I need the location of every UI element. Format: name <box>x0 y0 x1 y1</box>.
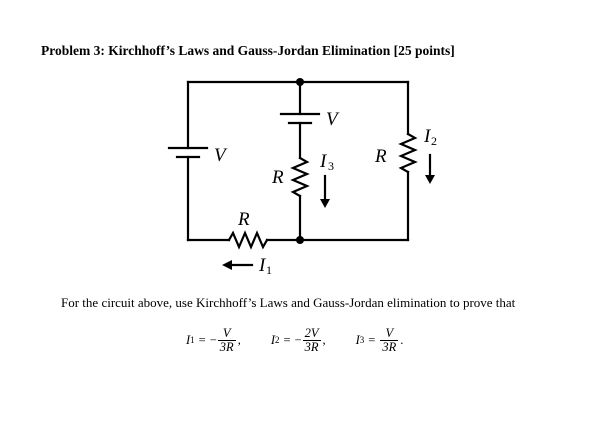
top-junction <box>296 78 304 86</box>
eq-denominator: 3R <box>217 339 236 354</box>
eq-fraction: V 3R <box>380 325 399 354</box>
eq-equals: = <box>283 332 291 347</box>
r-bottom-label: R <box>237 209 250 230</box>
eq-fraction: 2V 3R <box>302 325 321 354</box>
i2-label: I <box>423 126 432 147</box>
eq-numerator: 2V <box>304 325 319 340</box>
eq-punct: . <box>400 332 404 347</box>
eq-fraction: V 3R <box>217 325 236 354</box>
eq-denominator: 3R <box>380 339 399 354</box>
eq-numerator: V <box>385 325 394 340</box>
i1-arrow-head <box>222 260 232 270</box>
problem-heading: Problem 3: Kirchhoff’s Laws and Gauss-Jo… <box>41 43 455 59</box>
i1-label: I <box>258 255 267 276</box>
i2-arrow-head <box>425 175 435 184</box>
circuit-diagram: V V R R R I 3 I 2 I 1 <box>167 78 437 277</box>
v-left-label: V <box>214 145 228 166</box>
eq-sub: 2 <box>274 335 280 345</box>
i2-sub-label: 2 <box>431 134 437 148</box>
eq-sign: − <box>294 332 302 347</box>
r-right-label: R <box>374 146 387 167</box>
eq-var: I <box>270 332 275 347</box>
problem-points: [25 points] <box>393 43 455 58</box>
eq-var: I <box>186 332 191 347</box>
eq-sub: 1 <box>190 335 195 345</box>
i1-sub-label: 1 <box>266 263 272 277</box>
eq-punct: , <box>322 332 326 347</box>
eq-var: I <box>355 332 360 347</box>
v-middle-label: V <box>326 109 340 130</box>
eq-equals: = <box>198 332 206 347</box>
middle-resistor <box>290 156 310 198</box>
eq-equals: = <box>368 332 376 347</box>
eq-numerator: V <box>222 325 231 340</box>
bottom-junction <box>296 236 304 244</box>
right-resistor <box>398 132 418 174</box>
i3-label: I <box>319 151 328 172</box>
i3-sub-label: 3 <box>328 159 334 173</box>
eq-punct: , <box>237 332 241 347</box>
eq-denominator: 3R <box>302 339 321 354</box>
eq-sub: 3 <box>359 335 365 345</box>
r-middle-label: R <box>271 167 284 188</box>
eq-sign: − <box>209 332 217 347</box>
problem-title: Problem 3: Kirchhoff’s Laws and Gauss-Jo… <box>41 43 391 58</box>
i3-arrow-head <box>320 199 330 208</box>
problem-statement: For the circuit above, use Kirchhoff’s L… <box>61 295 516 310</box>
bottom-resistor <box>227 230 269 250</box>
